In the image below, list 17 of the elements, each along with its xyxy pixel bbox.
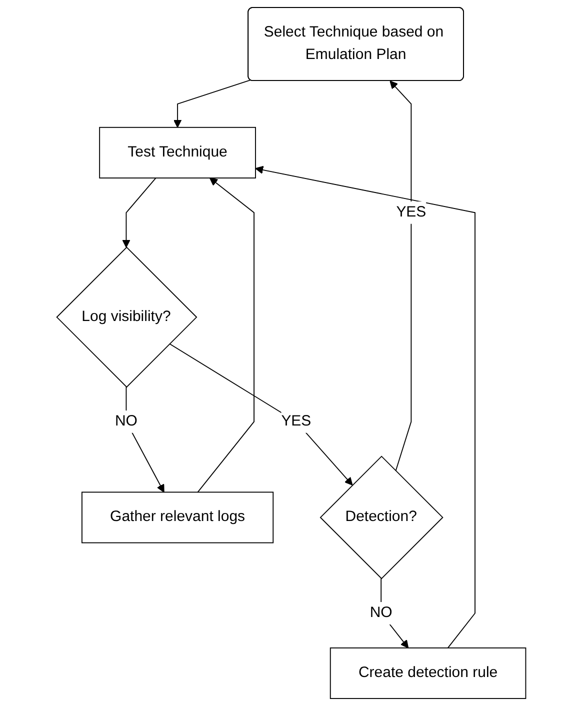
arrow xyxy=(122,178,156,248)
arrow xyxy=(168,343,352,486)
edge-label: NO xyxy=(114,413,138,430)
node-diamond: Detection? xyxy=(320,456,444,580)
node-diamond: Log visibility? xyxy=(56,246,197,388)
arrow xyxy=(125,386,164,493)
edge-label: YES xyxy=(396,204,426,220)
edge-label: NO xyxy=(370,604,392,621)
arrow xyxy=(254,166,476,648)
arrow xyxy=(173,80,251,128)
node-box: Gather relevant logs xyxy=(81,492,274,544)
arrow xyxy=(389,80,412,472)
node-box: Test Technique xyxy=(98,126,256,178)
node-box: Create detection rule xyxy=(330,647,526,699)
arrow xyxy=(197,178,254,493)
arrow xyxy=(380,578,408,648)
edge-label: YES xyxy=(280,413,311,430)
